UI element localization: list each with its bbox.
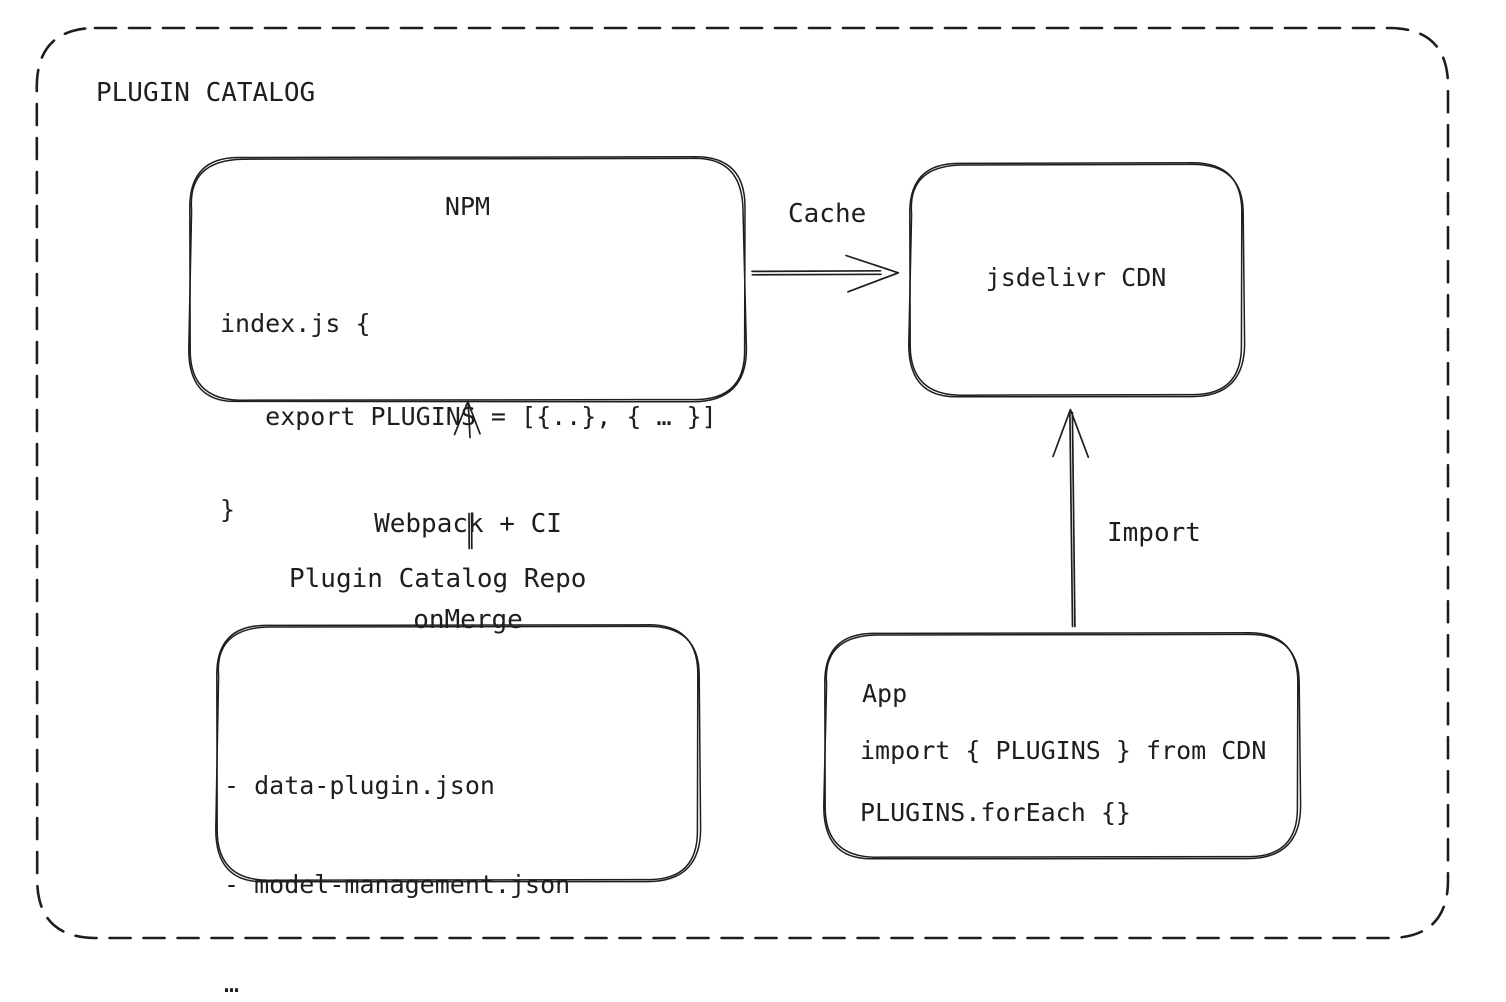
npm-code-line: } (220, 495, 236, 524)
repo-file-list: - data-plugin.json - model-management.js… (224, 703, 570, 1002)
build-arrow-label-line: onMerge (413, 605, 523, 635)
build-arrow-label: Webpack + CI onMerge (328, 444, 608, 700)
cache-arrow (751, 254, 900, 293)
npm-box-outline (188, 156, 748, 403)
import-arrow-label: Import (1107, 518, 1201, 548)
repo-node-label: Plugin Catalog Repo (289, 564, 587, 594)
app-code-line: PLUGINS.forEach {} (860, 798, 1131, 827)
app-box-outline (823, 632, 1302, 860)
build-arrow-label-line: Webpack + CI (374, 509, 562, 539)
app-code-line: import { PLUGINS } from CDN (860, 736, 1267, 765)
repo-file-item: - model-management.json (224, 870, 571, 899)
import-arrow (1052, 408, 1090, 628)
app-node-title: App (862, 679, 908, 708)
cdn-node-label: jsdelivr CDN (985, 263, 1167, 292)
npm-code-line: index.js { (220, 309, 371, 338)
cdn-box-outline (908, 162, 1246, 398)
npm-code-block: index.js { export PLUGINS = [{..}, { … }… (220, 246, 717, 587)
npm-code-line: export PLUGINS = [{..}, { … }] (220, 402, 717, 431)
repo-file-item: - data-plugin.json (224, 771, 495, 800)
npm-node-title: NPM (444, 192, 491, 221)
repo-file-item: … (224, 969, 240, 998)
repo-box-outline (215, 624, 702, 883)
build-arrow (453, 400, 481, 550)
cache-arrow-label: Cache (788, 199, 867, 229)
diagram-title: PLUGIN CATALOG (96, 78, 316, 108)
